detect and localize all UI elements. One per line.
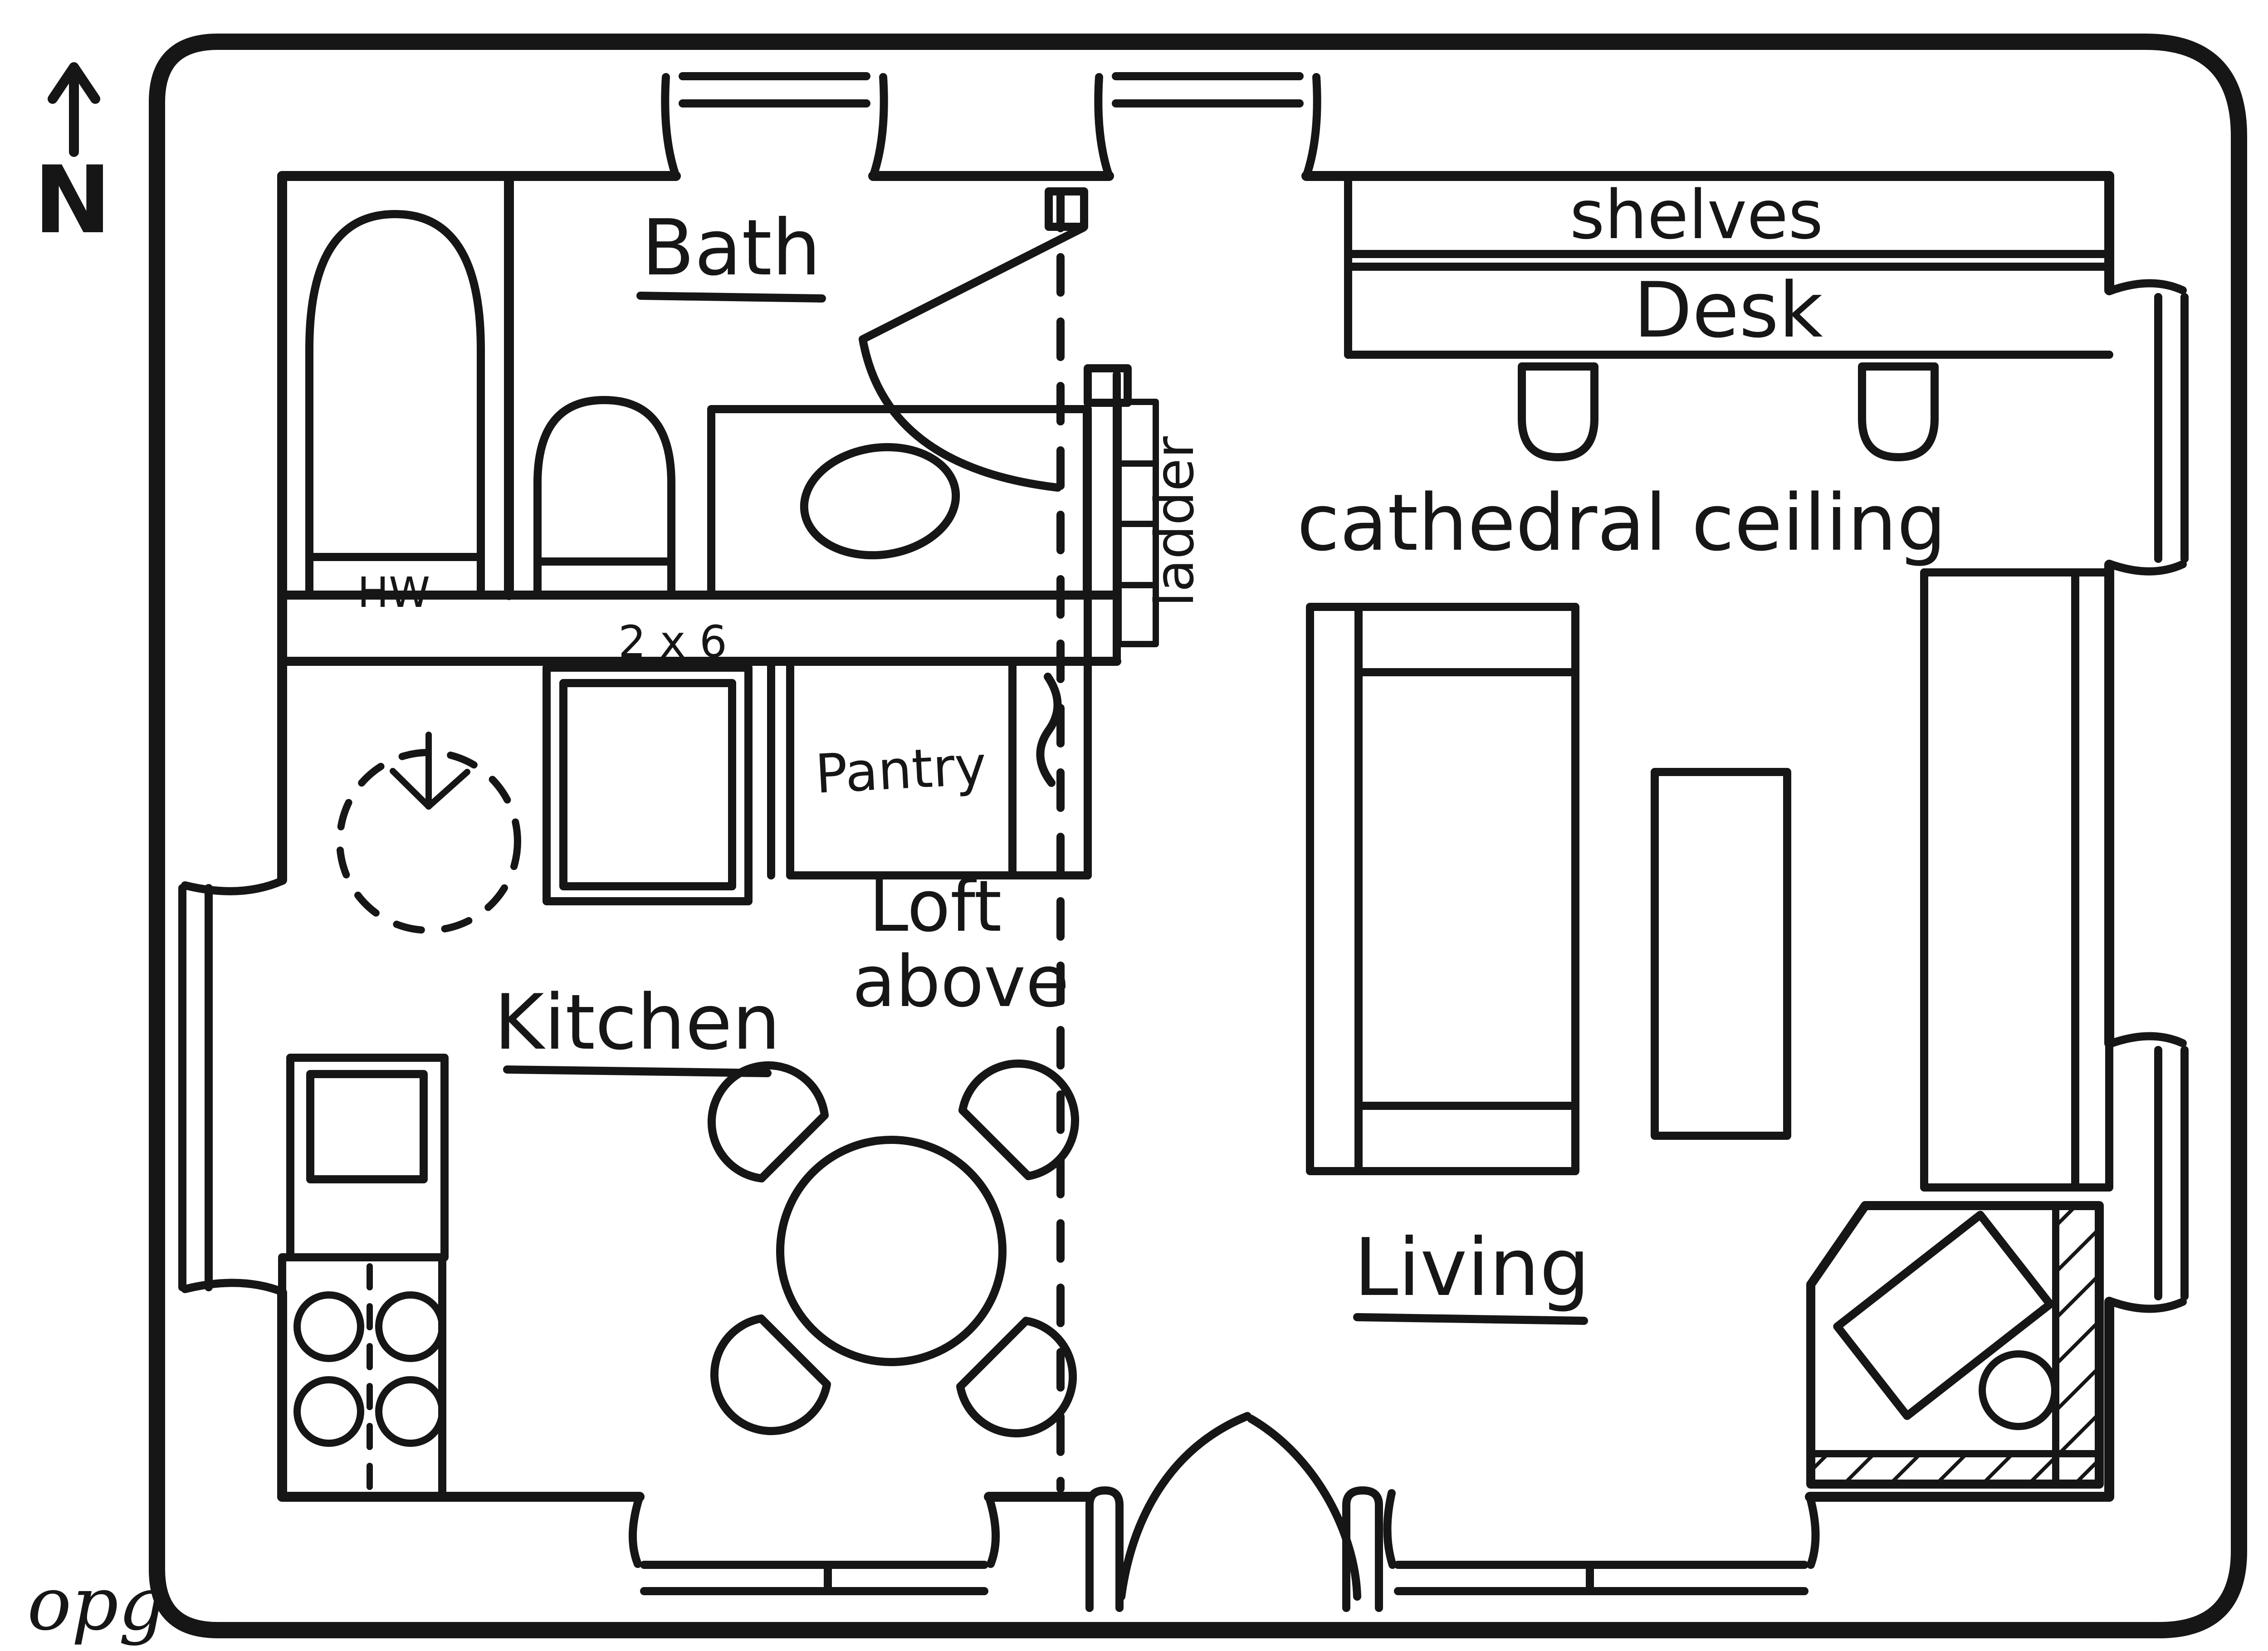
fireplace-masonry-hatch-bottom (1814, 1454, 2097, 1482)
kitchen-stove (278, 1253, 446, 1501)
ladder-icon (1115, 399, 1159, 647)
exterior-wall-inner-face (277, 171, 2114, 1502)
window-south-left (628, 1493, 1000, 1595)
pantry-corner-squiggle (1036, 673, 1062, 787)
wood-stove (1833, 1211, 2054, 1420)
dining-set (707, 1059, 1080, 1438)
toilet (533, 396, 675, 599)
window-west (178, 877, 286, 1296)
stove-burner (375, 1376, 446, 1447)
living-label-underline (1353, 1313, 1588, 1325)
north-label: N (34, 147, 112, 254)
window-east-lower (2105, 1032, 2189, 1313)
desk-label: Desk (1633, 266, 1823, 355)
front-door-leaf (1117, 1412, 1251, 1601)
kitchen-dashed-circle (336, 732, 521, 934)
stove-burner (293, 1291, 364, 1362)
bath-sink-counter (707, 405, 1091, 599)
kitchen-sink-cabinet (286, 1054, 449, 1261)
shelves-desk-unit (1344, 174, 2113, 359)
pantry-label: Pantry (814, 734, 988, 806)
window-north-right (1094, 72, 1321, 180)
north-compass: N (34, 62, 112, 254)
artist-signature: opg (27, 1562, 166, 1647)
cathedral-ceiling-label: cathedral ceiling (1297, 477, 1946, 568)
kitchen: Pantry Kitchen (278, 657, 1092, 1501)
desk-chair-left (1518, 362, 1598, 461)
bath-label: Bath (641, 203, 821, 293)
fireplace-corner (1806, 1201, 2104, 1489)
dining-chair-nw (707, 1061, 829, 1182)
dining-chair-se (956, 1317, 1077, 1438)
kitchen-label-underline (503, 1065, 772, 1077)
two-by-six-label: 2 x 6 (618, 616, 727, 667)
living-label: Living (1354, 1222, 1590, 1314)
pantry: Pantry (767, 657, 1092, 879)
sofa-right (1920, 568, 2113, 1192)
dining-chair-sw (710, 1314, 831, 1436)
front-door-right-jamb (1342, 1486, 1383, 1612)
refrigerator (543, 664, 753, 905)
window-north-left (661, 72, 888, 180)
front-door-left-jamb (1085, 1486, 1124, 1612)
desk-chair-right (1858, 362, 1939, 461)
plumbing-wall-2x6: 2 x 6 (278, 591, 1121, 667)
kitchen-label: Kitchen (494, 978, 780, 1067)
kitchen-sink-basin (306, 1070, 428, 1183)
stove-burner (375, 1291, 446, 1362)
front-door (1085, 1412, 1383, 1612)
bathtub (305, 210, 485, 599)
window-east-upper (2105, 279, 2189, 576)
loft-and-ladder: ladder Loft above (852, 189, 1206, 1493)
ladder-top-bracket (1084, 364, 1132, 407)
fireplace-masonry-hatch-right (2056, 1209, 2097, 1481)
window-south-right (1383, 1489, 1820, 1595)
living-room: shelves Desk cathedral ceiling (1297, 174, 2113, 1489)
sofa-left (1306, 603, 1579, 1175)
stove-burner (293, 1376, 364, 1447)
dining-chair-ne (958, 1059, 1080, 1180)
bath-door-leaf (859, 224, 1087, 343)
bathroom: HW Bath (305, 171, 1091, 617)
dining-table (776, 1136, 1007, 1366)
stove-flue (1979, 1350, 2058, 1430)
shelves-label: shelves (1570, 176, 1823, 254)
bath-door-swing-arc (859, 335, 1062, 492)
north-arrow-icon (48, 62, 100, 157)
bath-sink-basin (800, 443, 960, 560)
exterior-wall-outer-outline (149, 34, 2247, 1638)
bath-door-hinge-block (1045, 187, 1088, 231)
bath-door (859, 187, 1088, 492)
bath-label-underline (636, 292, 826, 303)
front-door-swing-arc (1247, 1415, 1361, 1601)
loft-label-line2: above (852, 940, 1069, 1023)
coffee-table (1651, 768, 1791, 1140)
ladder-label: ladder (1143, 436, 1206, 607)
